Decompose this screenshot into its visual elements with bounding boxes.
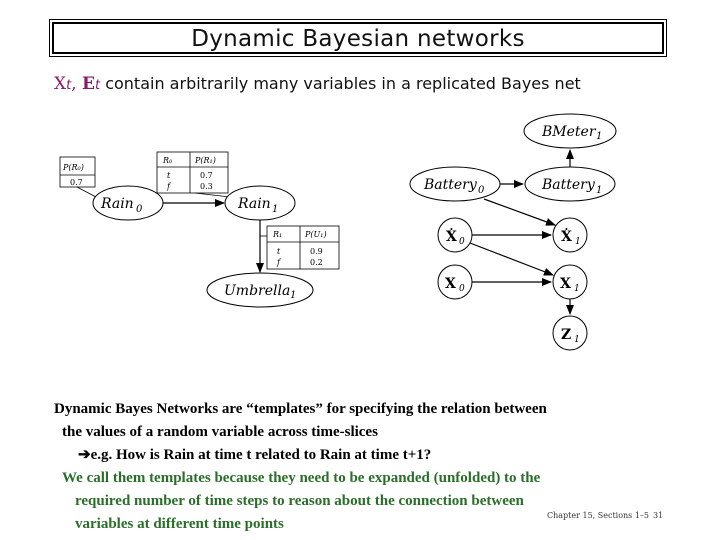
node-umbrella-1: Umbrella 1 xyxy=(206,272,314,308)
body-line-4: We call them templates because they need… xyxy=(62,470,541,486)
subtitle: Xt, Et contain arbitrarily many variable… xyxy=(54,74,581,94)
node-rain-0: Rain 0 xyxy=(92,185,164,221)
svg-text:Z: Z xyxy=(561,327,571,343)
cpt-transition-r2a: f xyxy=(166,182,172,191)
node-battery-0: Battery 0 xyxy=(409,166,501,202)
svg-text:1: 1 xyxy=(574,284,580,294)
arrow-icon: ➔ xyxy=(78,447,91,463)
svg-text:1: 1 xyxy=(290,290,296,301)
subtitle-x: X xyxy=(54,74,67,94)
subtitle-e-t: t xyxy=(95,78,101,93)
cpt-prior-table: P(R₀) 0.7 xyxy=(59,156,96,188)
cpt-sensor-r2a: f xyxy=(276,258,282,267)
svg-text:Battery: Battery xyxy=(541,177,596,193)
cpt-sensor-r1b: 0.9 xyxy=(310,247,323,256)
cpt-transition-r1a: t xyxy=(167,171,171,180)
slide-title: Dynamic Bayesian networks xyxy=(191,26,525,52)
cpt-transition-connector xyxy=(194,192,231,198)
node-x-1: X 1 xyxy=(552,264,588,300)
svg-text:Ẋ: Ẋ xyxy=(446,226,457,245)
edge-battery0-xdot1 xyxy=(483,198,556,226)
body-line-3-text: e.g. How is Rain at time t related to Ra… xyxy=(90,447,432,463)
cpt-transition-r1b: 0.7 xyxy=(200,171,213,180)
node-battery-1: Battery 1 xyxy=(524,166,616,202)
cpt-sensor-h1: R₁ xyxy=(272,230,282,239)
body-line-1: Dynamic Bayes Networks are “templates” f… xyxy=(54,401,547,417)
node-xdot-0: Ẋ 0 xyxy=(437,217,473,253)
footer-chapter: Chapter 15, Sections 1–5 xyxy=(547,511,650,520)
cpt-transition-h2: P(R₁) xyxy=(194,156,216,165)
subtitle-x-t: t xyxy=(66,78,72,93)
node-xdot-1: Ẋ 1 xyxy=(552,217,588,253)
svg-text:1: 1 xyxy=(272,204,278,215)
cpt-transition-table: R₀ P(R₁) t 0.7 f 0.3 xyxy=(156,151,229,194)
svg-text:1: 1 xyxy=(596,131,602,142)
title-box: Dynamic Bayesian networks xyxy=(49,19,667,57)
svg-text:0: 0 xyxy=(459,284,465,294)
node-z-1: Z 1 xyxy=(552,315,588,351)
footer-page-number: 31 xyxy=(653,511,664,520)
cpt-transition-r2b: 0.3 xyxy=(200,182,213,191)
svg-text:Rain: Rain xyxy=(237,196,271,212)
edge-xdot0-x1 xyxy=(469,242,554,276)
body-text: Dynamic Bayes Networks are “templates” f… xyxy=(54,398,664,536)
svg-text:Battery: Battery xyxy=(423,177,478,193)
body-line-3: ➔e.g. How is Rain at time t related to R… xyxy=(54,444,664,467)
cpt-transition-h1: R₀ xyxy=(162,156,173,165)
svg-text:1: 1 xyxy=(596,185,602,196)
svg-text:X: X xyxy=(560,276,571,292)
subtitle-e: E xyxy=(82,74,95,94)
body-line-5: required number of time steps to reason … xyxy=(75,493,524,509)
svg-text:0: 0 xyxy=(478,185,485,196)
body-line-2: the values of a random variable across t… xyxy=(62,424,378,440)
cpt-prior-header: P(R₀) xyxy=(62,163,84,172)
cpt-sensor-h2: P(U₁) xyxy=(304,230,327,239)
svg-text:1: 1 xyxy=(575,237,581,247)
svg-text:Umbrella: Umbrella xyxy=(224,283,290,299)
cpt-prior-value: 0.7 xyxy=(70,178,83,187)
svg-text:X: X xyxy=(445,276,456,292)
cpt-sensor-r1a: t xyxy=(277,247,281,256)
node-x-0: X 0 xyxy=(437,264,473,300)
svg-text:1: 1 xyxy=(574,335,580,345)
svg-text:0: 0 xyxy=(136,204,143,215)
svg-text:Rain: Rain xyxy=(100,196,134,212)
cpt-sensor-r2b: 0.2 xyxy=(310,258,323,267)
svg-text:BMeter: BMeter xyxy=(541,124,597,140)
cpt-sensor-table: R₁ P(U₁) t 0.9 f 0.2 xyxy=(266,225,340,270)
cpt-prior-connector xyxy=(76,186,97,198)
node-rain-1: Rain 1 xyxy=(224,185,296,221)
subtitle-rest: contain arbitrarily many variables in a … xyxy=(105,74,581,93)
node-bmeter-1: BMeter 1 xyxy=(523,113,617,149)
body-line-6: variables at different time points xyxy=(75,516,284,532)
svg-text:0: 0 xyxy=(459,237,465,247)
svg-text:Ẋ: Ẋ xyxy=(561,226,572,245)
